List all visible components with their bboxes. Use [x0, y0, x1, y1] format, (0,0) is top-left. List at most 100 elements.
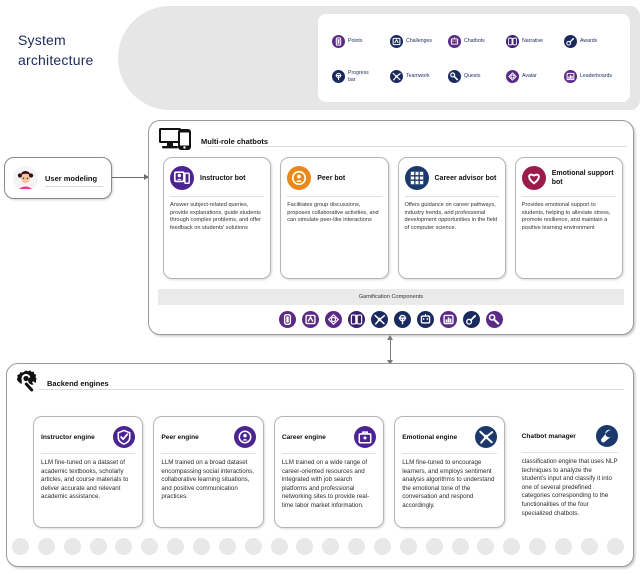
points-icon[interactable]: [279, 310, 296, 328]
engine-description: LLM trained on a broad dataset encompass…: [161, 459, 254, 501]
engine-description: classification engine that uses NLP tech…: [521, 458, 618, 517]
engine-card-header: Peer engine: [161, 426, 256, 448]
bot-name: Instructor bot: [200, 174, 246, 182]
gamification-components-label: Gamification Components: [358, 294, 424, 300]
backend-panel-header: Backend engines: [15, 369, 109, 398]
bot-card-divider: [170, 196, 265, 197]
gamification-legend-item[interactable]: Challenges: [390, 35, 448, 48]
gamification-legend-label: Chatbots: [464, 38, 485, 45]
bot-card-divider: [521, 196, 616, 197]
avatar-icon: [506, 70, 519, 83]
leaderboards-icon[interactable]: [440, 310, 457, 328]
engine-name: Chatbot manager: [521, 432, 576, 440]
gamification-legend-label: Teamwork: [406, 73, 430, 80]
backend-header-divider: [39, 389, 624, 390]
gamification-legend-item[interactable]: Avatar: [506, 70, 564, 83]
gamification-legend-item[interactable]: Leaderboards: [564, 70, 622, 83]
teamwork-icon: [474, 426, 497, 448]
backend-panel-title: Backend engines: [47, 379, 109, 388]
chatbots-icon[interactable]: [417, 310, 434, 328]
footer-dots: [12, 534, 624, 558]
engine-card-divider: [281, 453, 377, 454]
footer-dot: [270, 537, 288, 555]
gamification-legend-item[interactable]: Narrative: [506, 35, 564, 48]
footer-dot: [399, 537, 417, 555]
user-modeling-box[interactable]: User modeling: [4, 157, 112, 199]
engine-card[interactable]: Chatbot manager classification engine tha…: [514, 416, 625, 528]
footer-dot: [503, 537, 521, 555]
gamification-legend-label: Avatar: [522, 73, 537, 80]
challenges-icon[interactable]: [302, 310, 319, 328]
footer-dot: [374, 537, 392, 555]
footer-dot: [425, 537, 443, 555]
teamwork-icon: [390, 70, 403, 83]
gamification-legend-label: Challenges: [406, 38, 432, 45]
quests-icon[interactable]: [486, 310, 503, 328]
user-avatar-icon: [13, 165, 38, 191]
avatar-icon[interactable]: [325, 310, 342, 328]
engine-card-divider: [402, 453, 497, 454]
points-icon: [332, 35, 345, 48]
progress-bar-icon[interactable]: [394, 310, 411, 328]
gamification-legend-label: Points: [348, 38, 363, 45]
footer-dot: [244, 537, 262, 555]
gamification-legend-label: Progress bar: [348, 70, 369, 83]
bot-description: Answer subject-related queries, provide …: [170, 202, 262, 231]
bot-name: Peer bot: [317, 174, 346, 182]
gamification-legend-item[interactable]: Chatbots: [448, 35, 506, 48]
bot-description: Provides emotional support to students, …: [521, 202, 611, 231]
gamification-legend-item[interactable]: Quests: [448, 70, 506, 83]
narrative-icon[interactable]: [348, 310, 365, 328]
teamwork-icon[interactable]: [371, 310, 388, 328]
footer-dot: [167, 537, 185, 555]
bot-description: Offers guidance on career pathways, indu…: [404, 202, 498, 231]
footer-dot: [606, 537, 624, 555]
footer-dot: [193, 537, 211, 555]
emotional-support-bot-icon: [521, 166, 546, 190]
quests-icon: [448, 70, 461, 83]
gamification-legend-item[interactable]: Awards: [564, 35, 622, 48]
engine-name: Career engine: [281, 433, 326, 441]
engine-description: LLM fine-tuned on a dataset of academic …: [41, 459, 129, 501]
engine-name: Peer engine: [161, 433, 199, 441]
progress-bar-icon: [332, 70, 345, 83]
wrench-icon: [596, 425, 618, 447]
gamification-legend-label: Leaderboards: [580, 73, 613, 80]
engine-card-header: Emotional engine: [402, 426, 497, 448]
engine-name: Emotional engine: [402, 433, 458, 441]
narrative-icon: [506, 35, 519, 48]
footer-dot: [529, 537, 547, 555]
bot-name: Emotional support bot: [551, 170, 614, 186]
monitor-phone-icon: [159, 127, 193, 156]
footer-dot: [115, 537, 133, 555]
bot-name: Career advisor bot: [434, 174, 497, 182]
engine-card-divider: [161, 453, 256, 454]
awards-icon[interactable]: [463, 310, 480, 328]
briefcase-icon: [354, 426, 377, 448]
footer-dot: [63, 537, 81, 555]
gamification-legend-item[interactable]: Points: [332, 35, 390, 48]
footer-dot: [322, 537, 340, 555]
gamification-legend-item[interactable]: Progress bar: [332, 70, 390, 83]
gamification-legend-item[interactable]: Teamwork: [390, 70, 448, 83]
bot-card-header: Emotional support bot: [521, 165, 616, 191]
footer-dot: [89, 537, 107, 555]
engine-card-divider: [521, 452, 618, 453]
career-advisor-bot-icon: [404, 166, 429, 190]
arrow-chatbots-backend: [386, 335, 393, 365]
chatbots-header-divider: [207, 146, 627, 147]
